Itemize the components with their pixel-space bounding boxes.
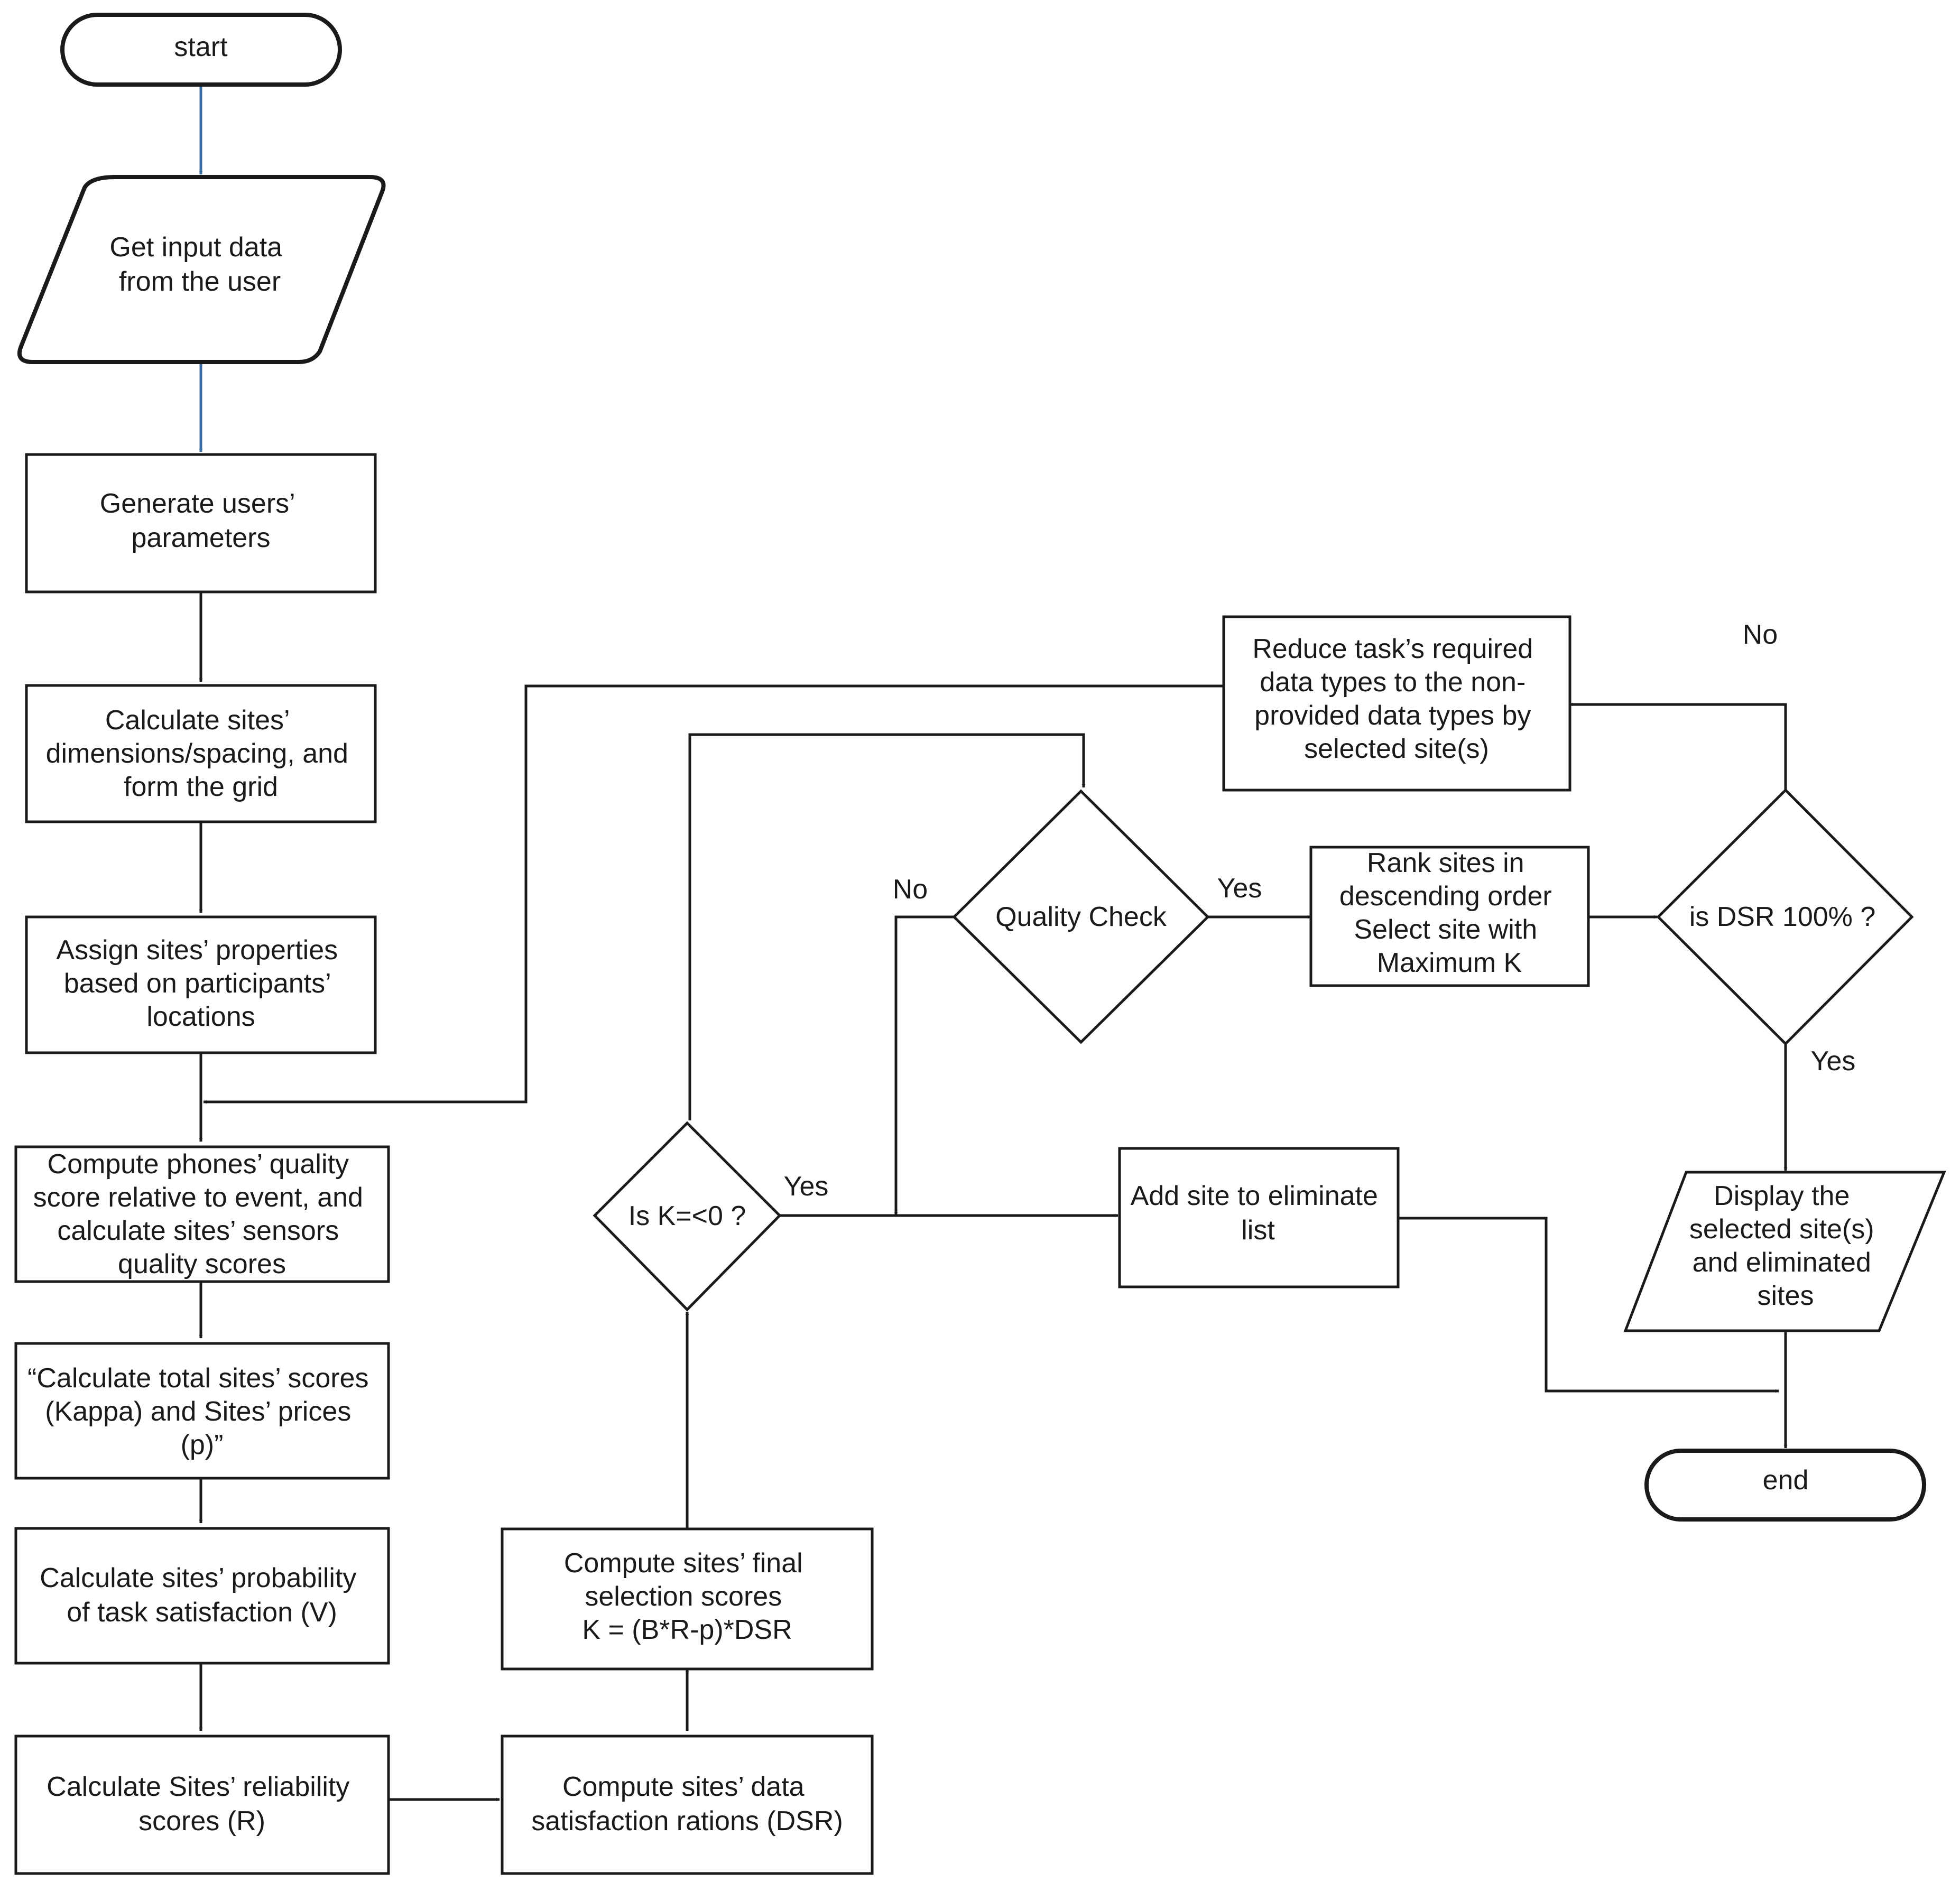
compute-final-line-3: K = (B*R-p)*DSR (582, 1615, 792, 1645)
compute-dsr-box (501, 1735, 874, 1875)
quality-no-label: No (893, 874, 928, 905)
calc-total-line-2: (Kappa) and Sites’ prices (45, 1396, 351, 1427)
display-label: Display the selected site(s) and elimina… (1689, 1181, 1882, 1311)
display-line-4: sites (1758, 1281, 1814, 1311)
is-k-decision (593, 1121, 782, 1312)
assign-properties-box (25, 915, 377, 1054)
reduce-task-label: Reduce task’s required data types to the… (1252, 634, 1540, 764)
node-labels: start Get input data from the user Gener… (27, 32, 1882, 1837)
calc-dimensions-label: Calculate sites’ dimensions/spacing, and… (46, 705, 356, 802)
start-terminal (60, 13, 342, 87)
generate-params-label: Generate users’ parameters (100, 488, 302, 553)
assign-properties-line-1: Assign sites’ properties (56, 935, 338, 966)
is-dsr-label: is DSR 100% ? (1689, 902, 1876, 932)
generate-params-line-1: Generate users’ (100, 488, 294, 519)
edge-reduce-to-compute-quality (203, 684, 1224, 1104)
calc-reliability-label: Calculate Sites’ reliability scores (R) (47, 1772, 357, 1837)
display-line-3: and eliminated (1693, 1247, 1871, 1278)
reduce-task-line-1: Reduce task’s required (1252, 634, 1533, 664)
reduce-task-line-4: selected site(s) (1304, 734, 1489, 764)
compute-quality-label: Compute phones’ quality score relative t… (33, 1149, 371, 1279)
edge-quality-no-to-eliminate-line (894, 915, 954, 1216)
is-k-label: Is K=<0 ? (628, 1201, 746, 1231)
calc-dimensions-line-2: dimensions/spacing, and (46, 738, 348, 769)
dsr-no-label: No (1743, 619, 1778, 650)
rank-sites-line-3: Select site with (1354, 914, 1537, 945)
compute-dsr-label: Compute sites’ data satisfaction rations… (531, 1772, 843, 1837)
compute-dsr-line-2: satisfaction rations (DSR) (531, 1806, 843, 1837)
quality-check-label: Quality Check (995, 902, 1167, 932)
add-eliminate-label: Add site to eliminate list (1131, 1181, 1386, 1246)
get-input-label: Get input data from the user (109, 232, 290, 297)
compute-final-box (501, 1527, 874, 1671)
compute-quality-line-3: calculate sites’ sensors (57, 1216, 339, 1246)
calc-total-box (14, 1342, 390, 1480)
quality-check-decision (952, 789, 1210, 1044)
quality-yes-label: Yes (1217, 873, 1262, 904)
assign-properties-label: Assign sites’ properties based on partic… (56, 935, 345, 1032)
calc-reliability-box (14, 1735, 390, 1875)
calc-dimensions-line-1: Calculate sites’ (105, 705, 289, 736)
edge-eliminate-to-end-line (1398, 1217, 1779, 1393)
shapes (14, 13, 1946, 1875)
compute-quality-line-1: Compute phones’ quality (48, 1149, 349, 1180)
is-k-yes-label: Yes (784, 1171, 829, 1202)
calc-reliability-line-1: Calculate Sites’ reliability (47, 1772, 349, 1802)
rank-sites-box (1309, 846, 1590, 987)
compute-quality-line-4: quality scores (118, 1249, 286, 1279)
display-line-1: Display the (1714, 1181, 1850, 1211)
dsr-yes-label: Yes (1811, 1046, 1856, 1077)
compute-final-line-1: Compute sites’ final (564, 1548, 803, 1579)
calc-total-line-1: “Calculate total sites’ scores (27, 1363, 368, 1394)
add-eliminate-line-2: list (1241, 1215, 1275, 1246)
compute-final-line-2: selection scores (585, 1581, 782, 1612)
calc-reliability-line-2: scores (R) (138, 1806, 265, 1837)
reduce-task-line-2: data types to the non- (1260, 667, 1526, 698)
calc-total-line-3: (p)” (181, 1430, 224, 1460)
compute-final-label: Compute sites’ final selection scores K … (564, 1548, 810, 1645)
rank-sites-label: Rank sites in descending order Select si… (1339, 848, 1559, 978)
compute-quality-line-2: score relative to event, and (33, 1182, 363, 1213)
assign-properties-line-3: locations (146, 1001, 255, 1032)
end-terminal (1644, 1449, 1926, 1522)
edge-labels: Yes No Yes No Yes (784, 619, 1856, 1202)
rank-sites-line-4: Maximum K (1377, 948, 1522, 978)
calc-dimensions-line-3: form the grid (124, 772, 278, 802)
add-eliminate-line-1: Add site to eliminate (1131, 1181, 1378, 1211)
end-label: end (1763, 1465, 1809, 1496)
get-input-line-1: Get input data (109, 232, 282, 263)
get-input-parallelogram (17, 175, 386, 364)
calc-total-label: “Calculate total sites’ scores (Kappa) a… (27, 1363, 376, 1460)
compute-quality-box (14, 1145, 390, 1283)
edge-isk-no-to-quality-check (688, 733, 1086, 1120)
get-input-line-2: from the user (119, 266, 281, 297)
display-line-2: selected site(s) (1689, 1214, 1874, 1245)
calc-probability-label: Calculate sites’ probability of task sat… (40, 1563, 364, 1628)
rank-sites-line-2: descending order (1339, 881, 1552, 912)
display-parallelogram (1623, 1171, 1946, 1332)
calc-probability-box (14, 1527, 390, 1665)
calc-dimensions-box (25, 684, 377, 823)
compute-dsr-line-1: Compute sites’ data (562, 1772, 805, 1802)
calc-probability-line-1: Calculate sites’ probability (40, 1563, 356, 1593)
reduce-task-box (1222, 615, 1571, 792)
generate-params-box (25, 453, 377, 593)
generate-params-line-2: parameters (132, 523, 271, 553)
is-dsr-decision (1656, 788, 1914, 1046)
rank-sites-line-1: Rank sites in (1367, 848, 1524, 878)
edge-dsr-no-to-reduce (1569, 702, 1787, 790)
reduce-task-line-3: provided data types by (1254, 700, 1531, 731)
add-eliminate-box (1118, 1147, 1400, 1288)
calc-probability-line-2: of task satisfaction (V) (67, 1597, 337, 1628)
assign-properties-line-2: based on participants’ (64, 968, 330, 999)
edges (199, 86, 1788, 1802)
start-label: start (174, 32, 228, 62)
